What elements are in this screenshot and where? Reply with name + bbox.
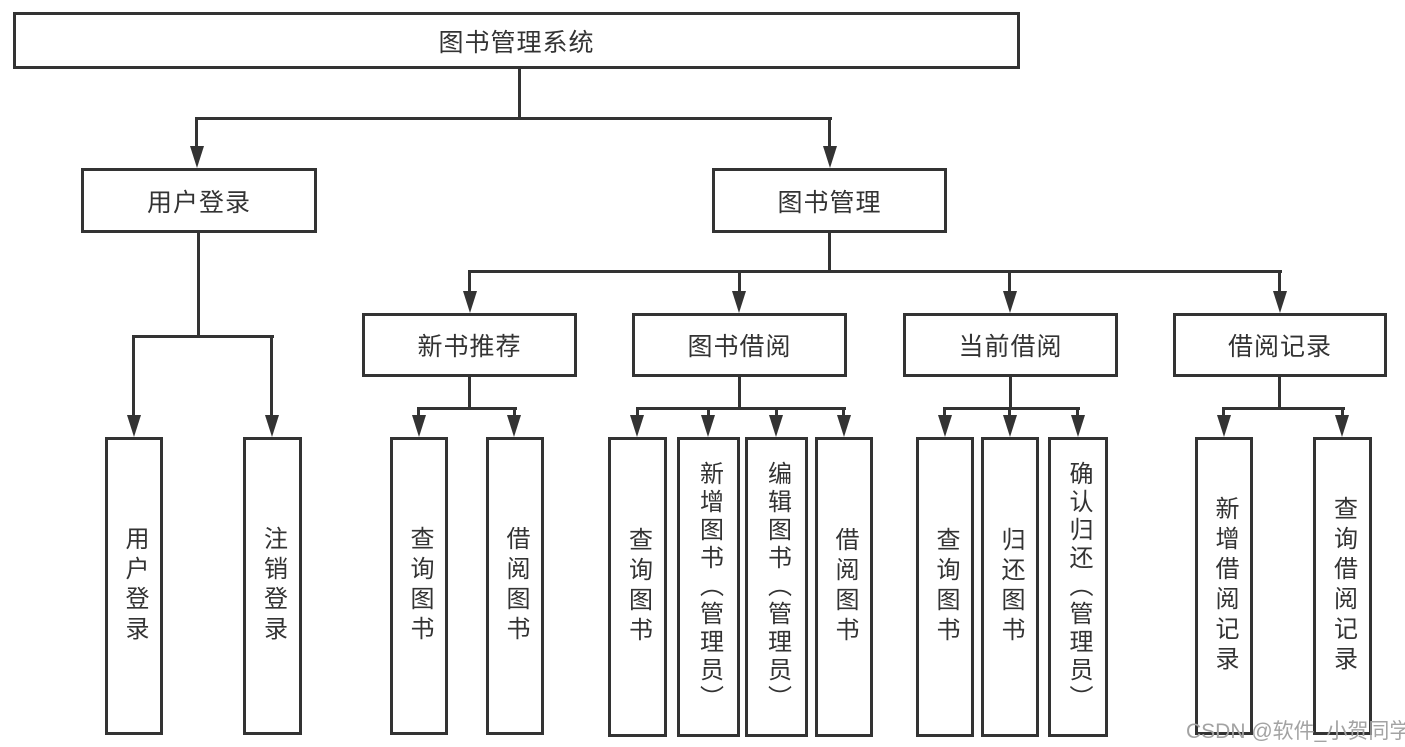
connector-cb-child1 (943, 407, 946, 417)
connector-root-trunk (518, 69, 521, 120)
node-leaf-cb-query-book: 查询图书 (916, 437, 974, 737)
leaf-label: 确认归还（管理员） (1065, 461, 1092, 713)
node-new-book-recommend: 新书推荐 (362, 313, 577, 377)
connector-borrow-record-split (1222, 407, 1345, 410)
leaf-label: 借阅图书 (831, 527, 858, 647)
connector-to-current-borrow (1008, 270, 1011, 294)
arrowhead-bb-borrow-book (837, 415, 851, 437)
connector-bb-child1 (636, 407, 639, 417)
arrowhead-borrow-record (1273, 291, 1287, 313)
arrowhead-cb-query-book (938, 415, 952, 437)
connector-to-book-borrow (738, 270, 741, 294)
arrowhead-cb-confirm-return (1071, 415, 1085, 437)
connector-to-borrow-record (1278, 270, 1281, 294)
connector-to-book-management (828, 117, 831, 149)
connector-to-new-book (468, 270, 471, 294)
leaf-label: 编辑图书（管理员） (763, 461, 791, 713)
node-leaf-bb-borrow-book: 借阅图书 (815, 437, 873, 737)
node-root-library-management-system: 图书管理系统 (13, 12, 1020, 69)
node-book-borrow: 图书借阅 (632, 313, 847, 377)
connector-book-management-trunk (828, 233, 831, 272)
node-leaf-bb-edit-book-admin: 编辑图书（管理员） (745, 437, 808, 737)
arrowhead-br-add-record (1217, 415, 1231, 437)
connector-to-leaf-user-login (132, 335, 135, 417)
connector-bb-child2 (707, 407, 710, 417)
connector-cb-child2 (1008, 407, 1011, 417)
leaf-label: 查询图书 (406, 526, 433, 646)
connector-book-borrow-split (636, 407, 846, 410)
node-leaf-br-query-record: 查询借阅记录 (1313, 437, 1372, 735)
connector-borrow-record-trunk (1278, 377, 1281, 409)
connector-user-login-trunk (197, 233, 200, 337)
node-user-login: 用户登录 (81, 168, 317, 233)
arrowhead-leaf-user-login (127, 415, 141, 437)
connector-bb-child3 (775, 407, 778, 417)
connector-new-book-trunk (468, 377, 471, 409)
arrowhead-bb-edit-book (769, 415, 783, 437)
node-leaf-cb-confirm-return-admin: 确认归还（管理员） (1048, 437, 1108, 737)
node-leaf-cb-return-book: 归还图书 (981, 437, 1039, 737)
node-leaf-user-login: 用户登录 (105, 437, 163, 735)
arrowhead-current-borrow (1003, 291, 1017, 313)
connector-book-borrow-trunk (738, 377, 741, 409)
connector-br-child2 (1341, 407, 1344, 417)
leaf-label: 新增图书（管理员） (695, 461, 723, 713)
leaf-label: 借阅图书 (502, 526, 529, 646)
arrowhead-bb-query-book (630, 415, 644, 437)
connector-bb-child4 (842, 407, 845, 417)
leaf-label: 新增借阅记录 (1211, 496, 1238, 676)
arrowhead-book-borrow (732, 291, 746, 313)
arrowhead-nb-borrow-book (507, 415, 521, 437)
connector-current-borrow-split (943, 407, 1080, 410)
leaf-label: 查询图书 (932, 527, 959, 647)
arrowhead-nb-query-book (412, 415, 426, 437)
arrowhead-leaf-logout (265, 415, 279, 437)
connector-user-login-split (132, 335, 274, 338)
connector-br-child1 (1222, 407, 1225, 417)
connector-nb-child1 (417, 407, 420, 417)
connector-level2-split (468, 270, 1282, 273)
node-leaf-logout: 注销登录 (243, 437, 302, 735)
connector-new-book-split (417, 407, 517, 410)
connector-nb-child2 (513, 407, 516, 417)
leaf-label: 查询借阅记录 (1329, 496, 1357, 676)
connector-to-user-login (195, 117, 198, 149)
arrowhead-br-query-record (1335, 415, 1349, 437)
node-current-borrow: 当前借阅 (903, 313, 1118, 377)
arrowhead-bb-add-book (701, 415, 715, 437)
connector-to-leaf-logout (270, 335, 273, 417)
node-book-management: 图书管理 (712, 168, 947, 233)
connector-cb-child3 (1076, 407, 1079, 417)
node-leaf-nb-query-book: 查询图书 (390, 437, 448, 735)
node-leaf-bb-add-book-admin: 新增图书（管理员） (677, 437, 740, 737)
leaf-label: 用户登录 (121, 526, 148, 646)
node-leaf-nb-borrow-book: 借阅图书 (486, 437, 544, 735)
node-leaf-bb-query-book: 查询图书 (608, 437, 667, 737)
arrowhead-new-book (463, 291, 477, 313)
arrowhead-cb-return-book (1003, 415, 1017, 437)
leaf-label: 归还图书 (997, 527, 1024, 647)
leaf-label: 查询图书 (624, 527, 652, 647)
arrowhead-book-management (823, 146, 837, 168)
node-borrow-record: 借阅记录 (1173, 313, 1387, 377)
connector-current-borrow-trunk (1009, 377, 1012, 409)
csdn-watermark: CSDN @软件_小贺同学 (1186, 720, 1405, 743)
arrowhead-user-login (190, 146, 204, 168)
connector-level1-split (196, 117, 832, 120)
leaf-label: 注销登录 (259, 526, 287, 646)
node-leaf-br-add-record: 新增借阅记录 (1195, 437, 1253, 735)
